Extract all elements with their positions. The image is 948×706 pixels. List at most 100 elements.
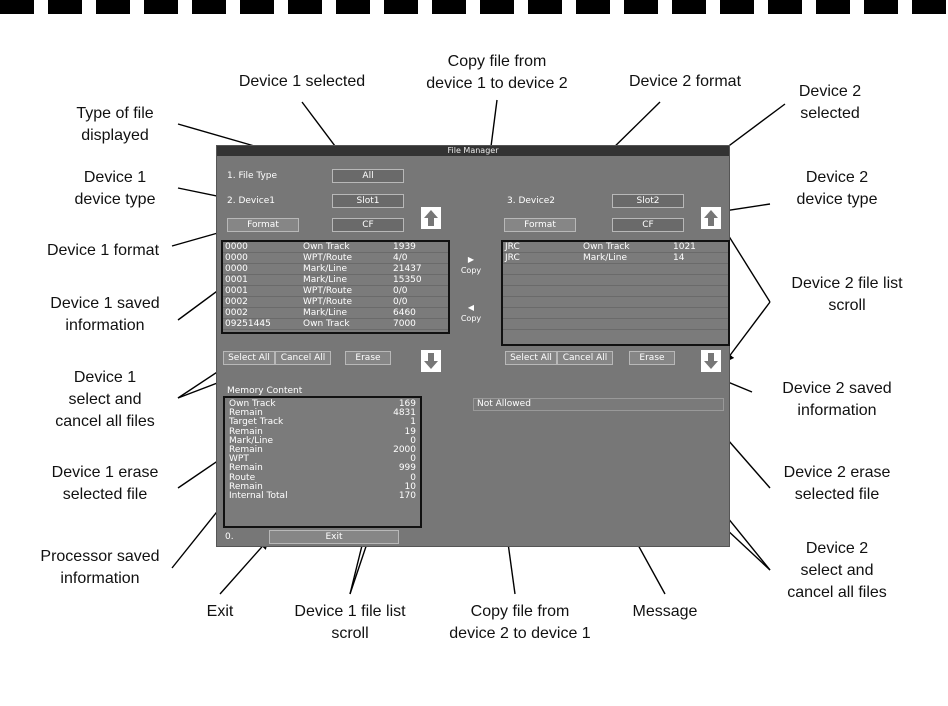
file-type: Mark/Line [303,308,347,318]
memory-label: Route [229,472,256,483]
device2-label: 3. Device2 [507,196,555,206]
memory-value: 2000 [393,444,416,455]
arrow-down-icon [704,353,718,369]
arrow-up-icon [424,210,438,226]
callout-copy-2-to-1: Copy file from device 2 to device 1 [449,603,591,642]
device2-scroll-up-button[interactable] [701,207,721,229]
arrow-up-icon [704,210,718,226]
device2-file-row[interactable] [503,286,728,297]
device1-cancel-all-button[interactable]: Cancel All [275,351,331,365]
memory-label: Remain [229,463,263,474]
file-size: 21437 [393,264,422,274]
callout-device2-type: Device 2 device type [796,169,878,208]
device1-select-all-button[interactable]: Select All [223,351,275,365]
file-type-selector[interactable]: All [332,169,404,183]
device2-select-all-button[interactable]: Select All [505,351,557,365]
device2-file-row[interactable] [503,319,728,330]
memory-row: Remain 10 [229,481,416,492]
file-type: WPT/Route [303,286,352,296]
device2-file-row[interactable] [503,297,728,308]
file-size: 6460 [393,308,416,318]
device2-file-row[interactable] [503,275,728,286]
device2-file-row[interactable] [503,264,728,275]
file-size: 1021 [673,242,696,252]
callout-exit: Exit [206,603,234,620]
device2-format-button[interactable]: Format [504,218,576,232]
device1-file-row[interactable]: 09251445 Own Track 7000 [223,319,448,330]
arrow-down-icon [424,353,438,369]
callout-message: Message [632,603,698,620]
file-type: WPT/Route [303,297,352,307]
file-size: 4/0 [393,253,408,263]
device1-scroll-up-button[interactable] [421,207,441,229]
file-id: 0000 [225,242,248,252]
callout-device2-selected: Device 2 selected [798,83,862,122]
file-type: Mark/Line [303,275,347,285]
memory-value: 4831 [393,408,416,419]
callout-device2-erase: Device 2 erase selected file [783,464,891,503]
device2-cancel-all-button[interactable]: Cancel All [557,351,613,365]
device1-erase-button[interactable]: Erase [345,351,391,365]
copy-device2-to-device1-button[interactable]: ◀ Copy [457,302,485,332]
file-size: 0/0 [393,297,408,307]
device2-file-row[interactable] [503,308,728,319]
device2-erase-button[interactable]: Erase [629,351,675,365]
file-id: 0000 [225,264,248,274]
file-id: JRC [505,253,520,263]
callout-copy-1-to-2: Copy file from device 1 to device 2 [426,53,568,92]
memory-label: Mark/Line [229,435,273,446]
file-type: Own Track [303,319,350,329]
memory-content-panel: Own Track 169 Remain 4831 Target Track 1 Re… [223,396,422,528]
memory-row: Own Track 169 [229,399,416,409]
callout-device1-selected: Device 1 selected [238,73,366,90]
callout-device1-scroll: Device 1 file list scroll [294,603,406,642]
memory-row: Target Track 1 [229,418,416,427]
file-id: 09251445 [225,319,271,329]
device1-label: 2. Device1 [227,196,275,206]
callout-device1-erase: Device 1 erase selected file [51,464,159,503]
callout-device1-format: Device 1 format [46,242,160,259]
file-type-label: 1. File Type [227,171,278,181]
callout-device1-type: Device 1 device type [74,169,156,208]
file-size: 1939 [393,242,416,252]
memory-value: 10 [404,481,416,492]
play-right-icon: ▶ [467,255,475,264]
memory-label: Remain [229,408,263,419]
copy-right-label: Copy [460,266,482,275]
callout-device2-format: Device 2 format [628,73,742,90]
device1-format-button[interactable]: Format [227,218,299,232]
device1-slot-selector[interactable]: Slot1 [332,194,404,208]
file-id: 0001 [225,286,248,296]
memory-label: Remain [229,481,263,492]
device2-type-selector[interactable]: CF [612,218,684,232]
memory-value: 1 [410,417,416,428]
file-type: Mark/Line [583,253,627,263]
device2-slot-selector[interactable]: Slot2 [612,194,684,208]
memory-label: Internal Total [229,490,288,501]
device1-type-selector[interactable]: CF [332,218,404,232]
memory-value: 169 [398,399,416,409]
file-size: 7000 [393,319,416,329]
callout-processor-saved: Processor saved information [40,548,160,587]
exit-button[interactable]: Exit [269,530,399,544]
file-id: 0002 [225,297,248,307]
device1-scroll-down-button[interactable] [421,350,441,372]
memory-label: Target Track [229,417,284,428]
memory-label: Own Track [229,399,276,409]
file-id: 0001 [225,275,248,285]
device2-scroll-down-button[interactable] [701,350,721,372]
device1-file-row[interactable]: 0002 WPT/Route 0/0 [223,297,448,308]
message-field: Not Allowed [473,398,724,411]
copy-device1-to-device2-button[interactable]: ▶ Copy [457,254,485,284]
